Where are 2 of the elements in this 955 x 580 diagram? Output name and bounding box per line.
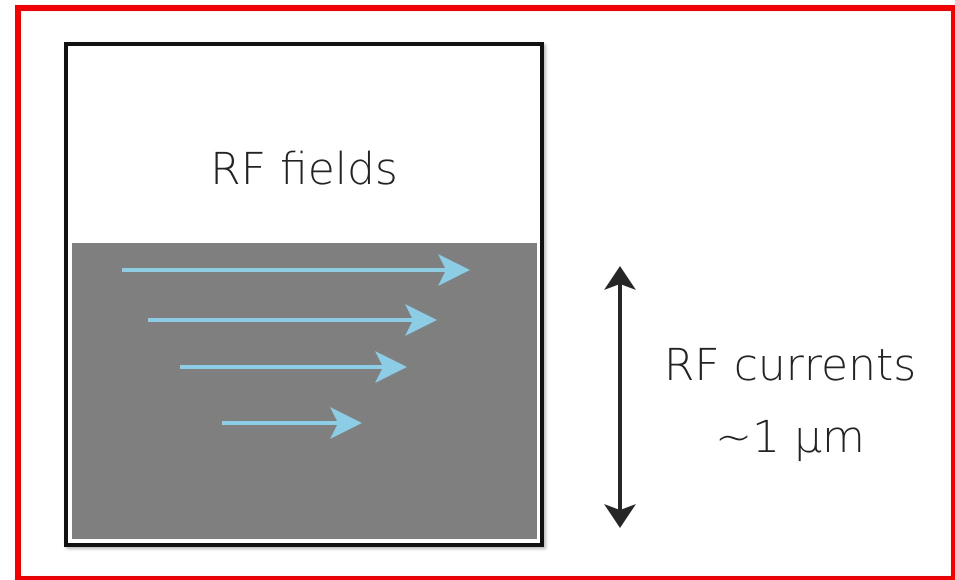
field-label: RF fields (209, 143, 399, 197)
current-depth-label: RF currents ~1 μm (662, 339, 918, 465)
